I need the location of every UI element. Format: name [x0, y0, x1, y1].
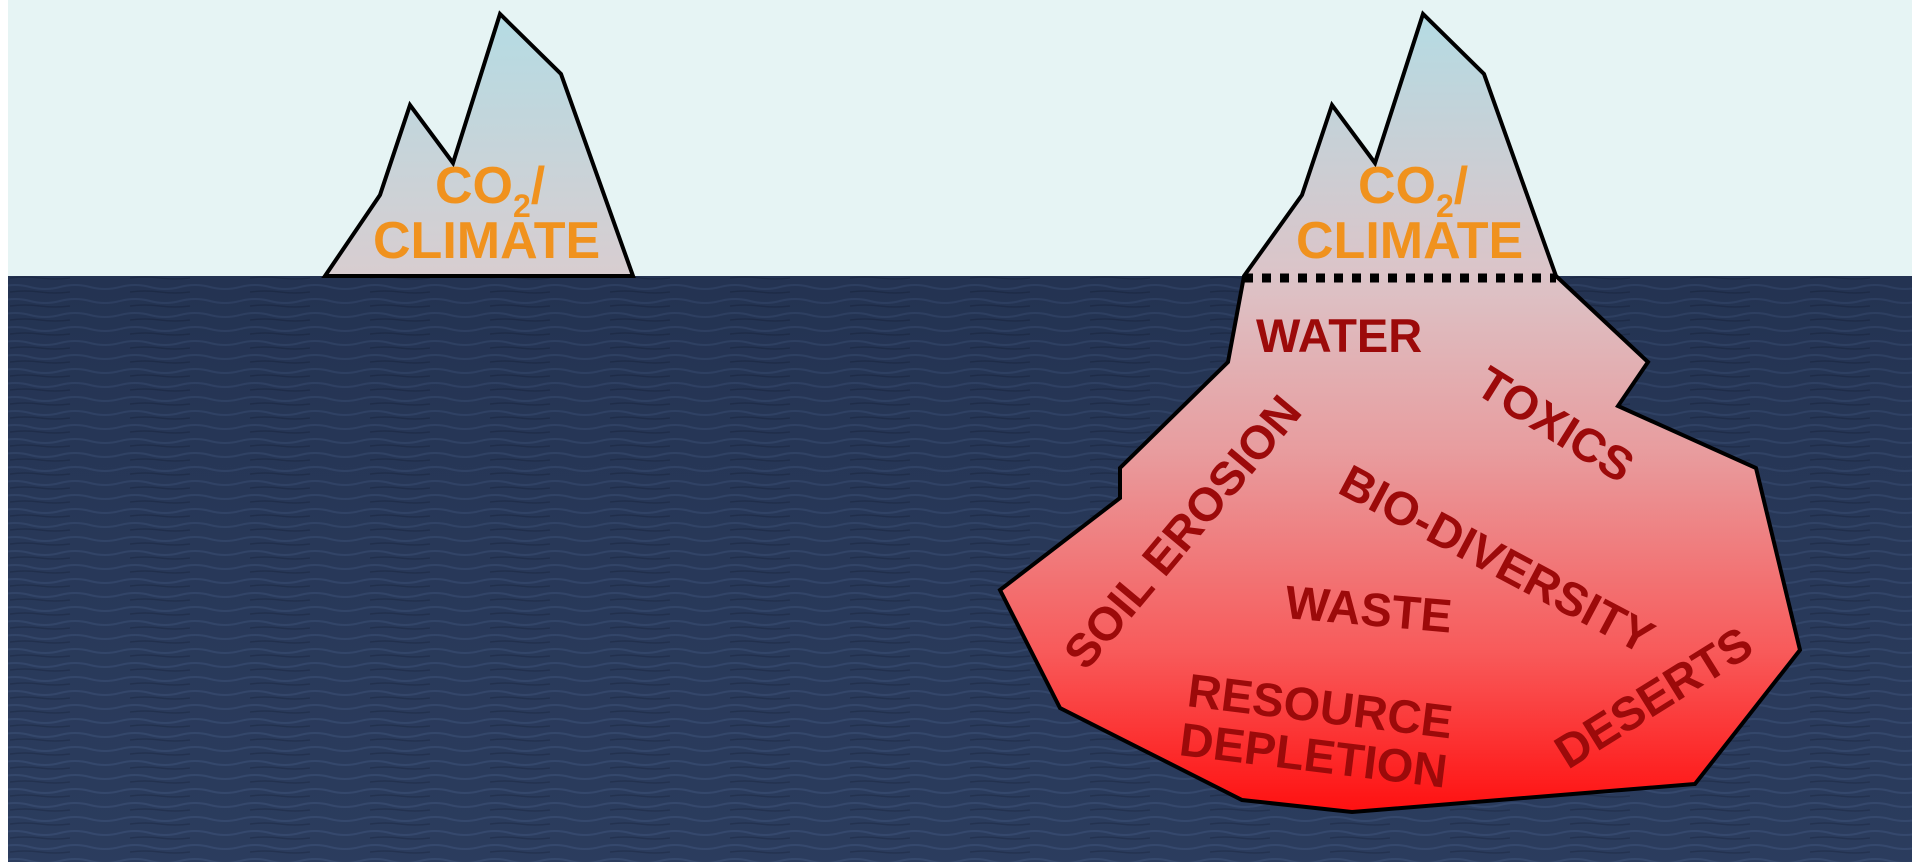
sky — [8, 0, 1912, 276]
right-co2-slash: / — [1454, 157, 1468, 215]
left-co2-label: CO2/ — [435, 157, 545, 224]
left-co2-slash: / — [531, 157, 545, 215]
right-co2-subscript: 2 — [1436, 188, 1454, 224]
left-co2-subscript: 2 — [513, 188, 531, 224]
left-iceberg-tip — [321, 10, 636, 278]
right-co2-text: CO — [1358, 157, 1436, 215]
right-co2-label: CO2/ — [1358, 157, 1468, 224]
left-co2-text: CO — [435, 157, 513, 215]
left-climate-label: CLIMATE — [373, 212, 600, 270]
right-climate-label: CLIMATE — [1296, 212, 1523, 270]
right-iceberg — [997, 10, 1803, 815]
water-label: WATER — [1256, 309, 1422, 362]
